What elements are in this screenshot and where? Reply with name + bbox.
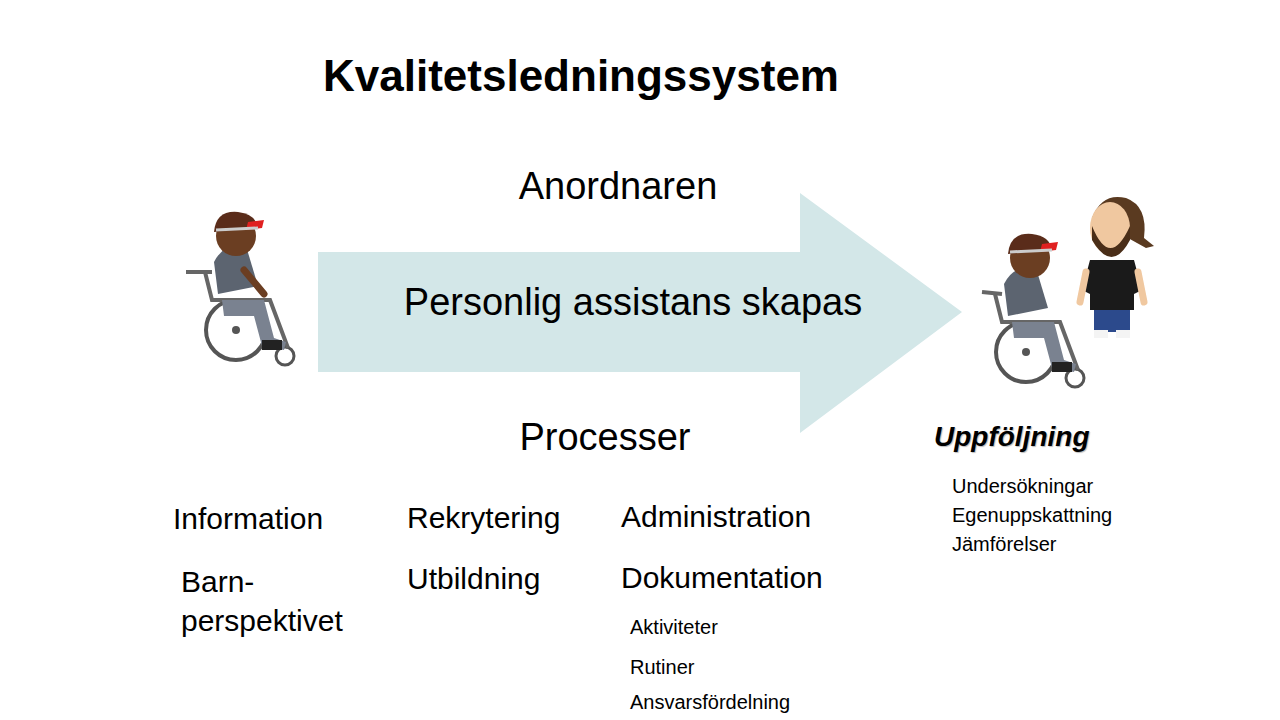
label-text: Administration: [621, 500, 811, 535]
diagram-title: Kvalitetsledningssystem: [323, 51, 839, 102]
label-text: Utbildning: [407, 562, 540, 597]
label-text: Rekrytering: [407, 501, 560, 536]
arrow-shape: Personlig assistans skapas: [318, 193, 962, 433]
label-text: Information: [173, 502, 323, 537]
label-text: Uppföljning: [934, 421, 1090, 453]
label-text: Anordnaren: [519, 165, 718, 209]
label-text: Dokumentation: [621, 561, 823, 596]
label-text: Aktiviteter: [630, 616, 718, 639]
label-text: Barn- perspektivet: [181, 562, 343, 640]
label-text: Jämförelser: [952, 533, 1056, 556]
assistant-figure: [1080, 197, 1154, 338]
arrow-fill: [318, 193, 962, 433]
wheelchair-user: [186, 212, 294, 365]
wheelchair-user: [982, 234, 1084, 387]
label-text: Undersökningar: [952, 475, 1093, 498]
label-text: Rutiner: [630, 656, 694, 679]
node-text: Personlig assistans skapas: [404, 281, 862, 325]
label-text: Ansvarsfördelning: [630, 691, 790, 714]
label-text: Egenuppskattning: [952, 504, 1112, 527]
label-text: Processer: [519, 416, 690, 460]
